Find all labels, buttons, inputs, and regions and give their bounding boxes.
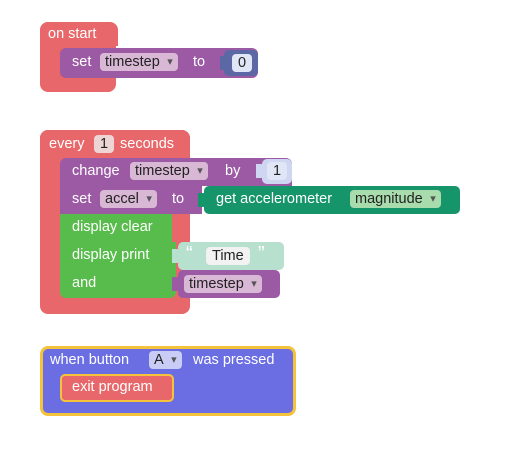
and-variable-dropdown[interactable]: timestep: [184, 275, 262, 293]
exit-program-label: exit program: [72, 379, 153, 395]
quote-open-glyph: “: [186, 243, 193, 265]
quote-close-glyph: ”: [258, 243, 265, 265]
accel-variable-dropdown[interactable]: accel: [100, 190, 157, 208]
by-label: by: [225, 163, 241, 179]
and-timestep-connector: [172, 277, 182, 291]
button-dropdown[interactable]: A: [149, 351, 182, 369]
accelerometer-option-dropdown[interactable]: magnitude: [350, 190, 441, 208]
text-block-connector: [172, 249, 182, 263]
display-print-label: display print: [72, 247, 150, 263]
was-pressed-label: was pressed: [193, 352, 275, 368]
display-clear-block[interactable]: [60, 214, 172, 242]
change-value-field[interactable]: 1: [267, 162, 288, 180]
get-accelerometer-label: get accelerometer: [216, 191, 333, 207]
number-field[interactable]: 0: [232, 54, 253, 72]
change-number-connector: [256, 164, 266, 178]
display-print-block[interactable]: [60, 242, 176, 298]
on-start-label: on start: [48, 26, 97, 42]
interval-field[interactable]: 1: [94, 135, 115, 153]
print-text-field[interactable]: Time: [206, 247, 250, 265]
to-label: to: [193, 54, 206, 70]
every-label: every: [49, 136, 85, 152]
variable-dropdown-timestep[interactable]: timestep: [100, 53, 178, 71]
on-start-hat-cap: [40, 22, 118, 46]
every-hat-cap: [40, 130, 190, 156]
display-clear-label: display clear: [72, 219, 153, 235]
seconds-label: seconds: [120, 136, 175, 152]
get-accelerometer-connector: [198, 193, 208, 207]
change-label: change: [72, 163, 120, 179]
change-variable-dropdown[interactable]: timestep: [130, 162, 208, 180]
set-label: set: [72, 54, 92, 70]
set-accel-to-label: to: [172, 191, 185, 207]
set-accel-label: set: [72, 191, 92, 207]
when-button-label: when button: [50, 352, 130, 368]
exit-program-block[interactable]: [60, 374, 174, 402]
and-label: and: [72, 275, 97, 291]
number-block-connector: [220, 56, 230, 70]
